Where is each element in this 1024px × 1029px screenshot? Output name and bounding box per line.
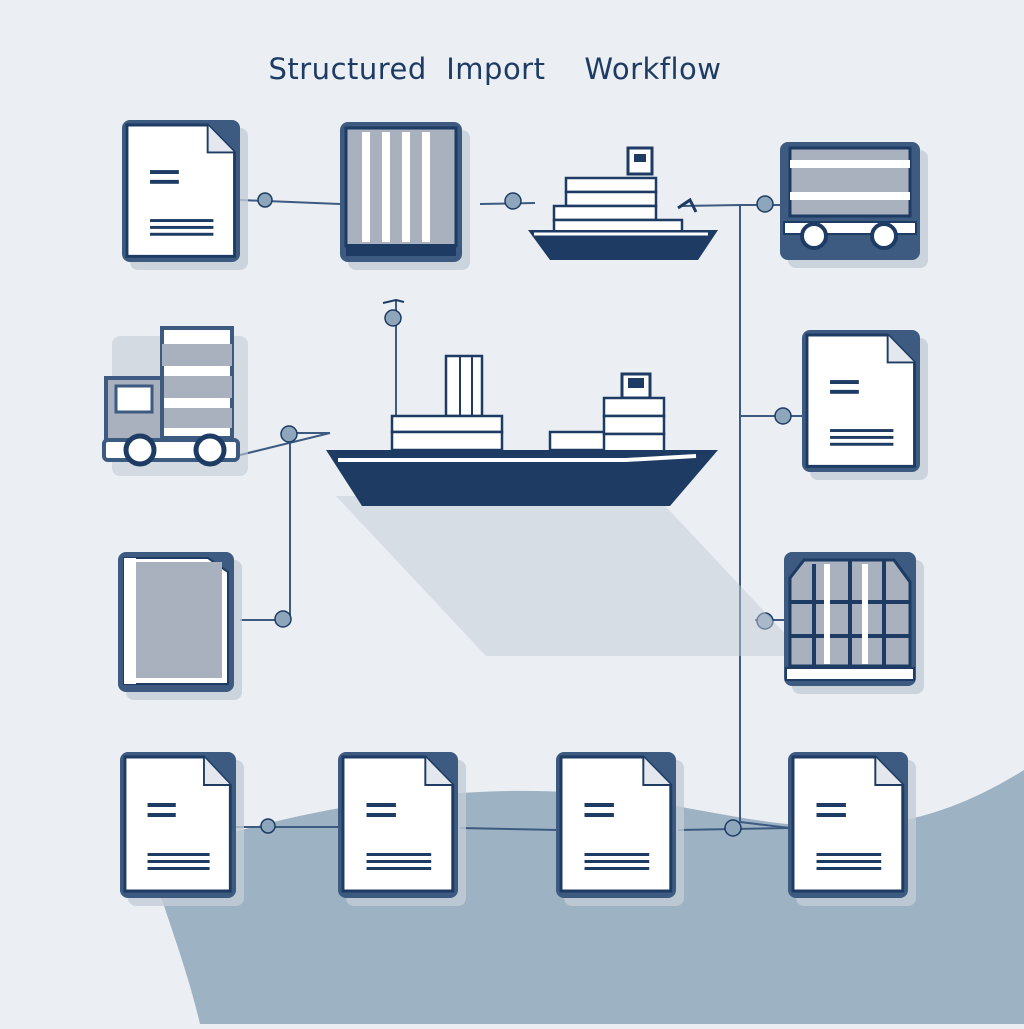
node-document-bottom-2 xyxy=(338,752,466,906)
node-cargo-ship-large xyxy=(326,354,806,656)
shipping-container-icon xyxy=(344,126,458,256)
pallet-crate-icon xyxy=(785,558,915,681)
node-pallet-crate xyxy=(784,552,924,694)
cargo-ship-icon xyxy=(326,354,718,506)
document-icon xyxy=(559,755,673,893)
node-delivery-truck xyxy=(102,326,248,476)
node-trailer xyxy=(780,142,928,268)
node-document-top-left xyxy=(122,120,248,270)
document-icon xyxy=(791,755,905,893)
document-icon xyxy=(805,333,916,468)
node-document-right xyxy=(802,330,928,480)
connector-nodes xyxy=(257,192,792,837)
diagram-title: Structured Import Workflow xyxy=(268,52,722,86)
cargo-ship-icon xyxy=(528,146,718,260)
delivery-truck-icon xyxy=(102,326,240,467)
document-icon xyxy=(341,755,455,893)
node-cargo-ship-small xyxy=(528,146,718,260)
node-document-bottom-4 xyxy=(788,752,916,906)
folder-icon xyxy=(123,557,229,685)
node-folder xyxy=(118,552,242,700)
node-document-bottom-3 xyxy=(556,752,684,906)
node-shipping-container xyxy=(340,122,470,270)
node-document-bottom-1 xyxy=(120,752,244,906)
document-icon xyxy=(125,123,236,258)
document-icon xyxy=(123,755,232,893)
trailer-icon xyxy=(783,146,917,250)
